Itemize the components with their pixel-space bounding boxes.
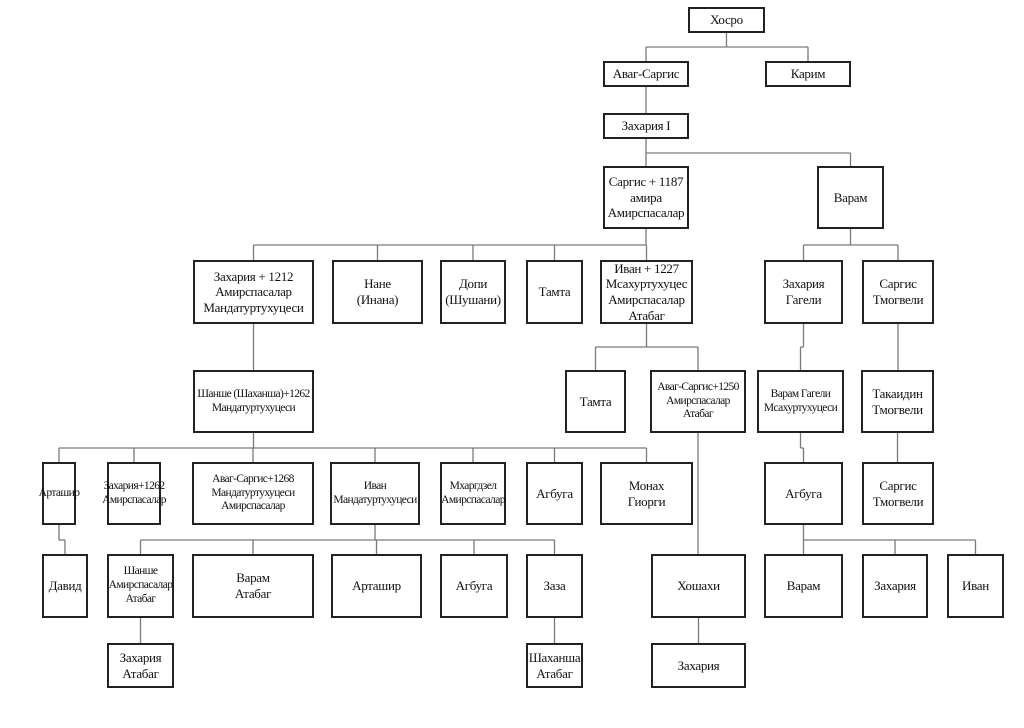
node-zakaria-gageli: Захария Гагели	[764, 260, 843, 324]
node-label: Иван + 1227 Мсахуртухуцес Амирспасалар А…	[605, 260, 688, 323]
node-label: Саргис Тмогвели	[872, 276, 924, 307]
node-ivan-2: Иван	[947, 554, 1004, 618]
node-label: Иван Мандатуртухуцеси	[333, 479, 417, 506]
node-tamta-daughter: Тамта	[565, 370, 626, 433]
node-avag-sargis: Аваг-Саргис	[603, 61, 689, 87]
node-zakaria-3: Захария	[651, 643, 746, 688]
node-shanshe-atabag: Шанше Амирспасалар Атабаг	[107, 554, 174, 618]
node-ivan-mandaturtukhutsesi: Иван Мандатуртухуцеси	[330, 462, 420, 525]
node-label: Тамта	[538, 284, 571, 300]
node-mkhargdzel: Мхаргдзел Амирспасалар	[440, 462, 506, 525]
node-label: Такаидин Тмогвели	[872, 385, 923, 417]
node-shanshe-1262: Шанше (Шаханша)+1262 Мандатуртухуцеси	[193, 370, 314, 433]
node-label: Агбуга	[536, 485, 573, 501]
node-takaidin-tmogveli: Такаидин Тмогвели	[861, 370, 934, 433]
node-label: Захария I	[621, 118, 671, 134]
node-label: Аваг-Саргис	[612, 66, 680, 82]
node-label: Захария Атабаг	[119, 649, 162, 681]
node-zakaria-1212: Захария + 1212 Амирспасалар Мандатуртуху…	[193, 260, 314, 324]
node-label: Варам	[786, 578, 821, 594]
node-varam-gageli: Варам Гагели Мсахуртухуцеси	[757, 370, 844, 433]
node-label: Варам Атабаг	[234, 570, 272, 601]
node-label: Захария+1262 Амирспасалар	[102, 479, 166, 506]
node-ivan-1227: Иван + 1227 Мсахуртухуцес Амирспасалар А…	[600, 260, 693, 324]
node-label: Тамта	[579, 393, 612, 409]
node-label: Захария Гагели	[782, 276, 825, 307]
node-label: Шаханша Атабаг	[528, 649, 581, 681]
node-label: Хошахи	[677, 578, 720, 594]
node-artashir-2: Арташир	[331, 554, 422, 618]
node-zakaria-i: Захария I	[603, 113, 689, 139]
node-varam-atabag: Варам Атабаг	[192, 554, 314, 618]
node-label: Варам	[833, 189, 868, 205]
node-zakaria-2: Захария	[862, 554, 928, 618]
node-label: Арташир	[38, 486, 80, 499]
node-khosro: Хосро	[688, 7, 765, 33]
node-varam: Варам	[817, 166, 884, 229]
node-avag-sargis-1250: Аваг-Саргис+1250 Амирспасалар Атабаг	[650, 370, 746, 433]
node-label: Карим	[790, 66, 826, 82]
node-dopi: Допи (Шушани)	[440, 260, 506, 324]
node-label: Иван	[962, 578, 989, 594]
node-agbuga: Агбуга	[526, 462, 583, 525]
node-monakh-giorgi: Монах Гиорги	[600, 462, 693, 525]
node-khoshakhi: Хошахи	[651, 554, 746, 618]
node-zakaria-1262: Захария+1262 Амирспасалар	[102, 462, 166, 525]
node-sargis-1187: Саргис + 1187 амира Амирспасалар	[603, 166, 689, 229]
node-label: Нане (Инана)	[356, 276, 399, 307]
node-label: Арташир	[352, 578, 401, 594]
node-label: Захария + 1212 Амирспасалар Мандатуртуху…	[203, 268, 304, 315]
node-label: Агбуга	[455, 578, 493, 594]
node-label: Аваг-Саргис+1268 Мандатуртухуцеси Амирсп…	[211, 472, 295, 513]
node-nane: Нане (Инана)	[332, 260, 423, 324]
node-label: Давид	[48, 578, 82, 594]
node-sargis-tmogveli-2: Саргис Тмогвели	[862, 462, 934, 525]
node-varam-2: Варам	[764, 554, 843, 618]
node-label: Хосро	[710, 12, 743, 28]
node-avag-sargis-1268: Аваг-Саргис+1268 Мандатуртухуцеси Амирсп…	[192, 462, 314, 525]
node-label: Допи (Шушани)	[445, 276, 501, 307]
node-label: Заза	[543, 578, 566, 594]
node-sargis-tmogveli: Саргис Тмогвели	[862, 260, 934, 324]
node-david: Давид	[42, 554, 88, 618]
node-label: Саргис Тмогвели	[872, 477, 924, 509]
node-label: Захария	[874, 578, 916, 594]
node-shakhansha-atabag: Шаханша Атабаг	[526, 643, 583, 688]
node-artashir: Арташир	[39, 462, 80, 525]
node-karim: Карим	[765, 61, 851, 87]
node-label: Аваг-Саргис+1250 Амирспасалар Атабаг	[657, 380, 739, 421]
node-tamta: Тамта	[526, 260, 583, 324]
node-label: Захария	[677, 657, 720, 673]
node-agbuga-3: Агбуга	[440, 554, 508, 618]
node-label: Варам Гагели Мсахуртухуцеси	[763, 387, 838, 414]
node-zakaria-atabag: Захария Атабаг	[107, 643, 174, 688]
node-zaza: Заза	[526, 554, 583, 618]
node-label: Шанше (Шаханша)+1262 Мандатуртухуцеси	[197, 387, 310, 414]
node-label: Агбуга	[785, 485, 822, 501]
node-label: Мхаргдзел Амирспасалар	[441, 479, 505, 506]
node-label: Монах Гиорги	[627, 477, 666, 509]
node-label: Шанше Амирспасалар Атабаг	[108, 565, 173, 605]
node-label: Саргис + 1187 амира Амирспасалар	[607, 174, 685, 221]
node-agbuga-gageli: Агбуга	[764, 462, 843, 525]
